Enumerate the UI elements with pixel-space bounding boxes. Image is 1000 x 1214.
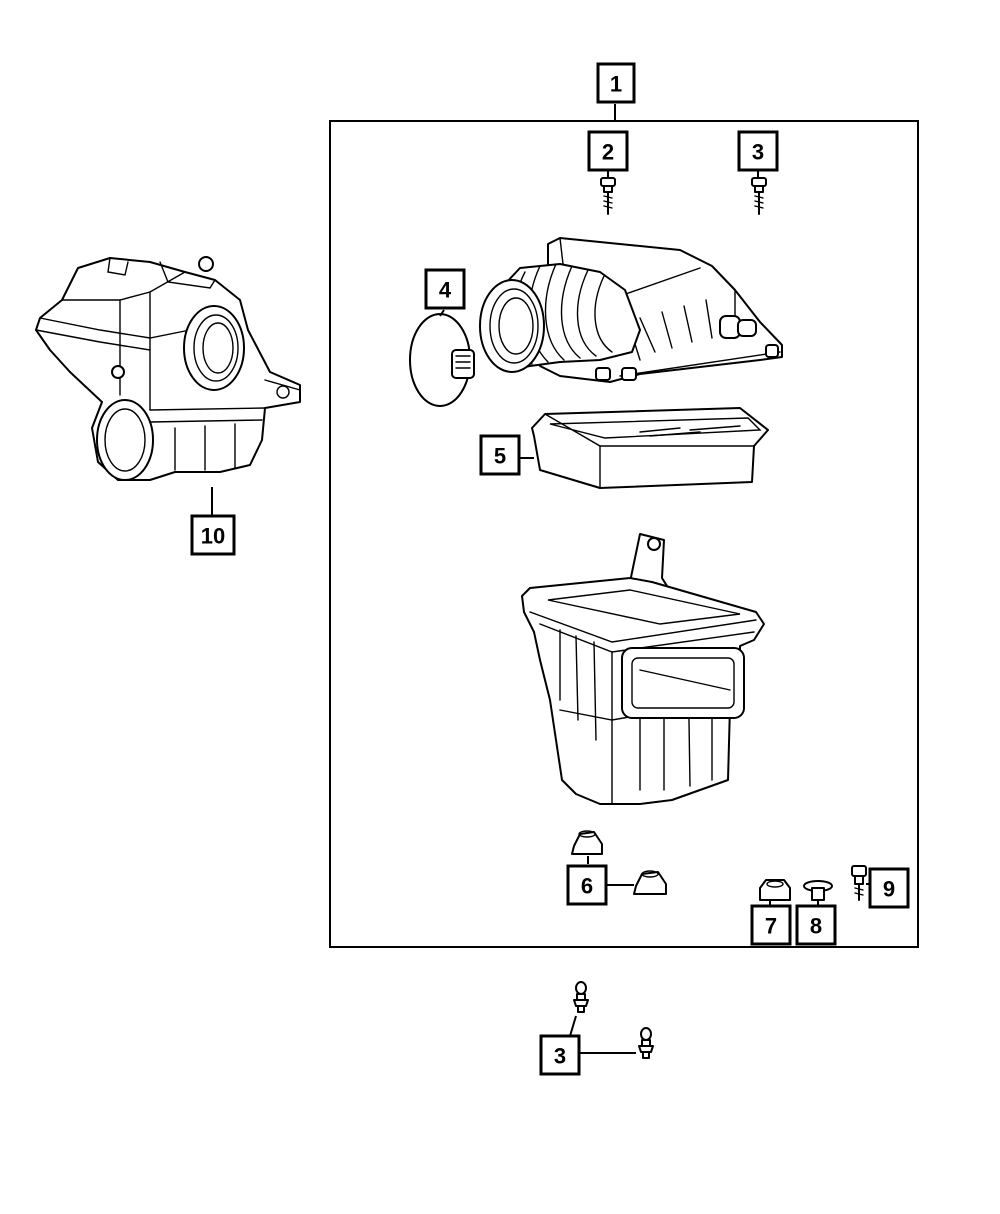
callout-1: 1	[596, 62, 636, 104]
callout-10: 10	[190, 514, 236, 556]
part-4-hose-clamp	[409, 313, 475, 407]
part-5-air-filter	[531, 407, 769, 489]
part-2-screw	[600, 177, 616, 215]
callout-2: 2	[587, 130, 629, 172]
svg-text:2: 2	[602, 140, 614, 165]
callout-4: 4	[424, 268, 466, 310]
callout-3-bottom: 3	[539, 1034, 581, 1076]
svg-text:5: 5	[494, 444, 506, 469]
leader-4	[439, 309, 445, 317]
part-3-ball-stud-upper	[573, 981, 589, 1013]
svg-text:1: 1	[610, 72, 622, 97]
part-3-screw-top	[751, 177, 767, 215]
callout-5: 5	[479, 434, 521, 476]
svg-text:10: 10	[201, 524, 225, 549]
part-10-air-inlet-duct	[35, 256, 301, 481]
svg-text:3: 3	[554, 1044, 566, 1069]
callout-6: 6	[566, 864, 608, 906]
air-cleaner-housing-base	[521, 533, 765, 805]
svg-text:9: 9	[883, 877, 895, 902]
svg-text:6: 6	[581, 874, 593, 899]
part-7-nut	[759, 879, 791, 901]
part-8-push-pin	[803, 880, 833, 901]
svg-text:3: 3	[752, 140, 764, 165]
callout-9: 9	[868, 867, 910, 909]
air-cleaner-cover	[479, 237, 783, 383]
assembly-frame	[329, 120, 919, 948]
callout-3-top: 3	[737, 130, 779, 172]
svg-text:4: 4	[439, 278, 452, 303]
callout-8: 8	[795, 904, 837, 946]
svg-text:7: 7	[765, 914, 777, 939]
callout-7: 7	[750, 904, 792, 946]
part-6-grommet-upper	[571, 830, 603, 855]
part-6-grommet-lower	[633, 870, 667, 895]
part-3-ball-stud-lower	[638, 1027, 654, 1059]
part-9-bolt	[851, 865, 867, 901]
svg-text:8: 8	[810, 914, 822, 939]
leader-3-bottom-upper	[569, 1015, 577, 1037]
